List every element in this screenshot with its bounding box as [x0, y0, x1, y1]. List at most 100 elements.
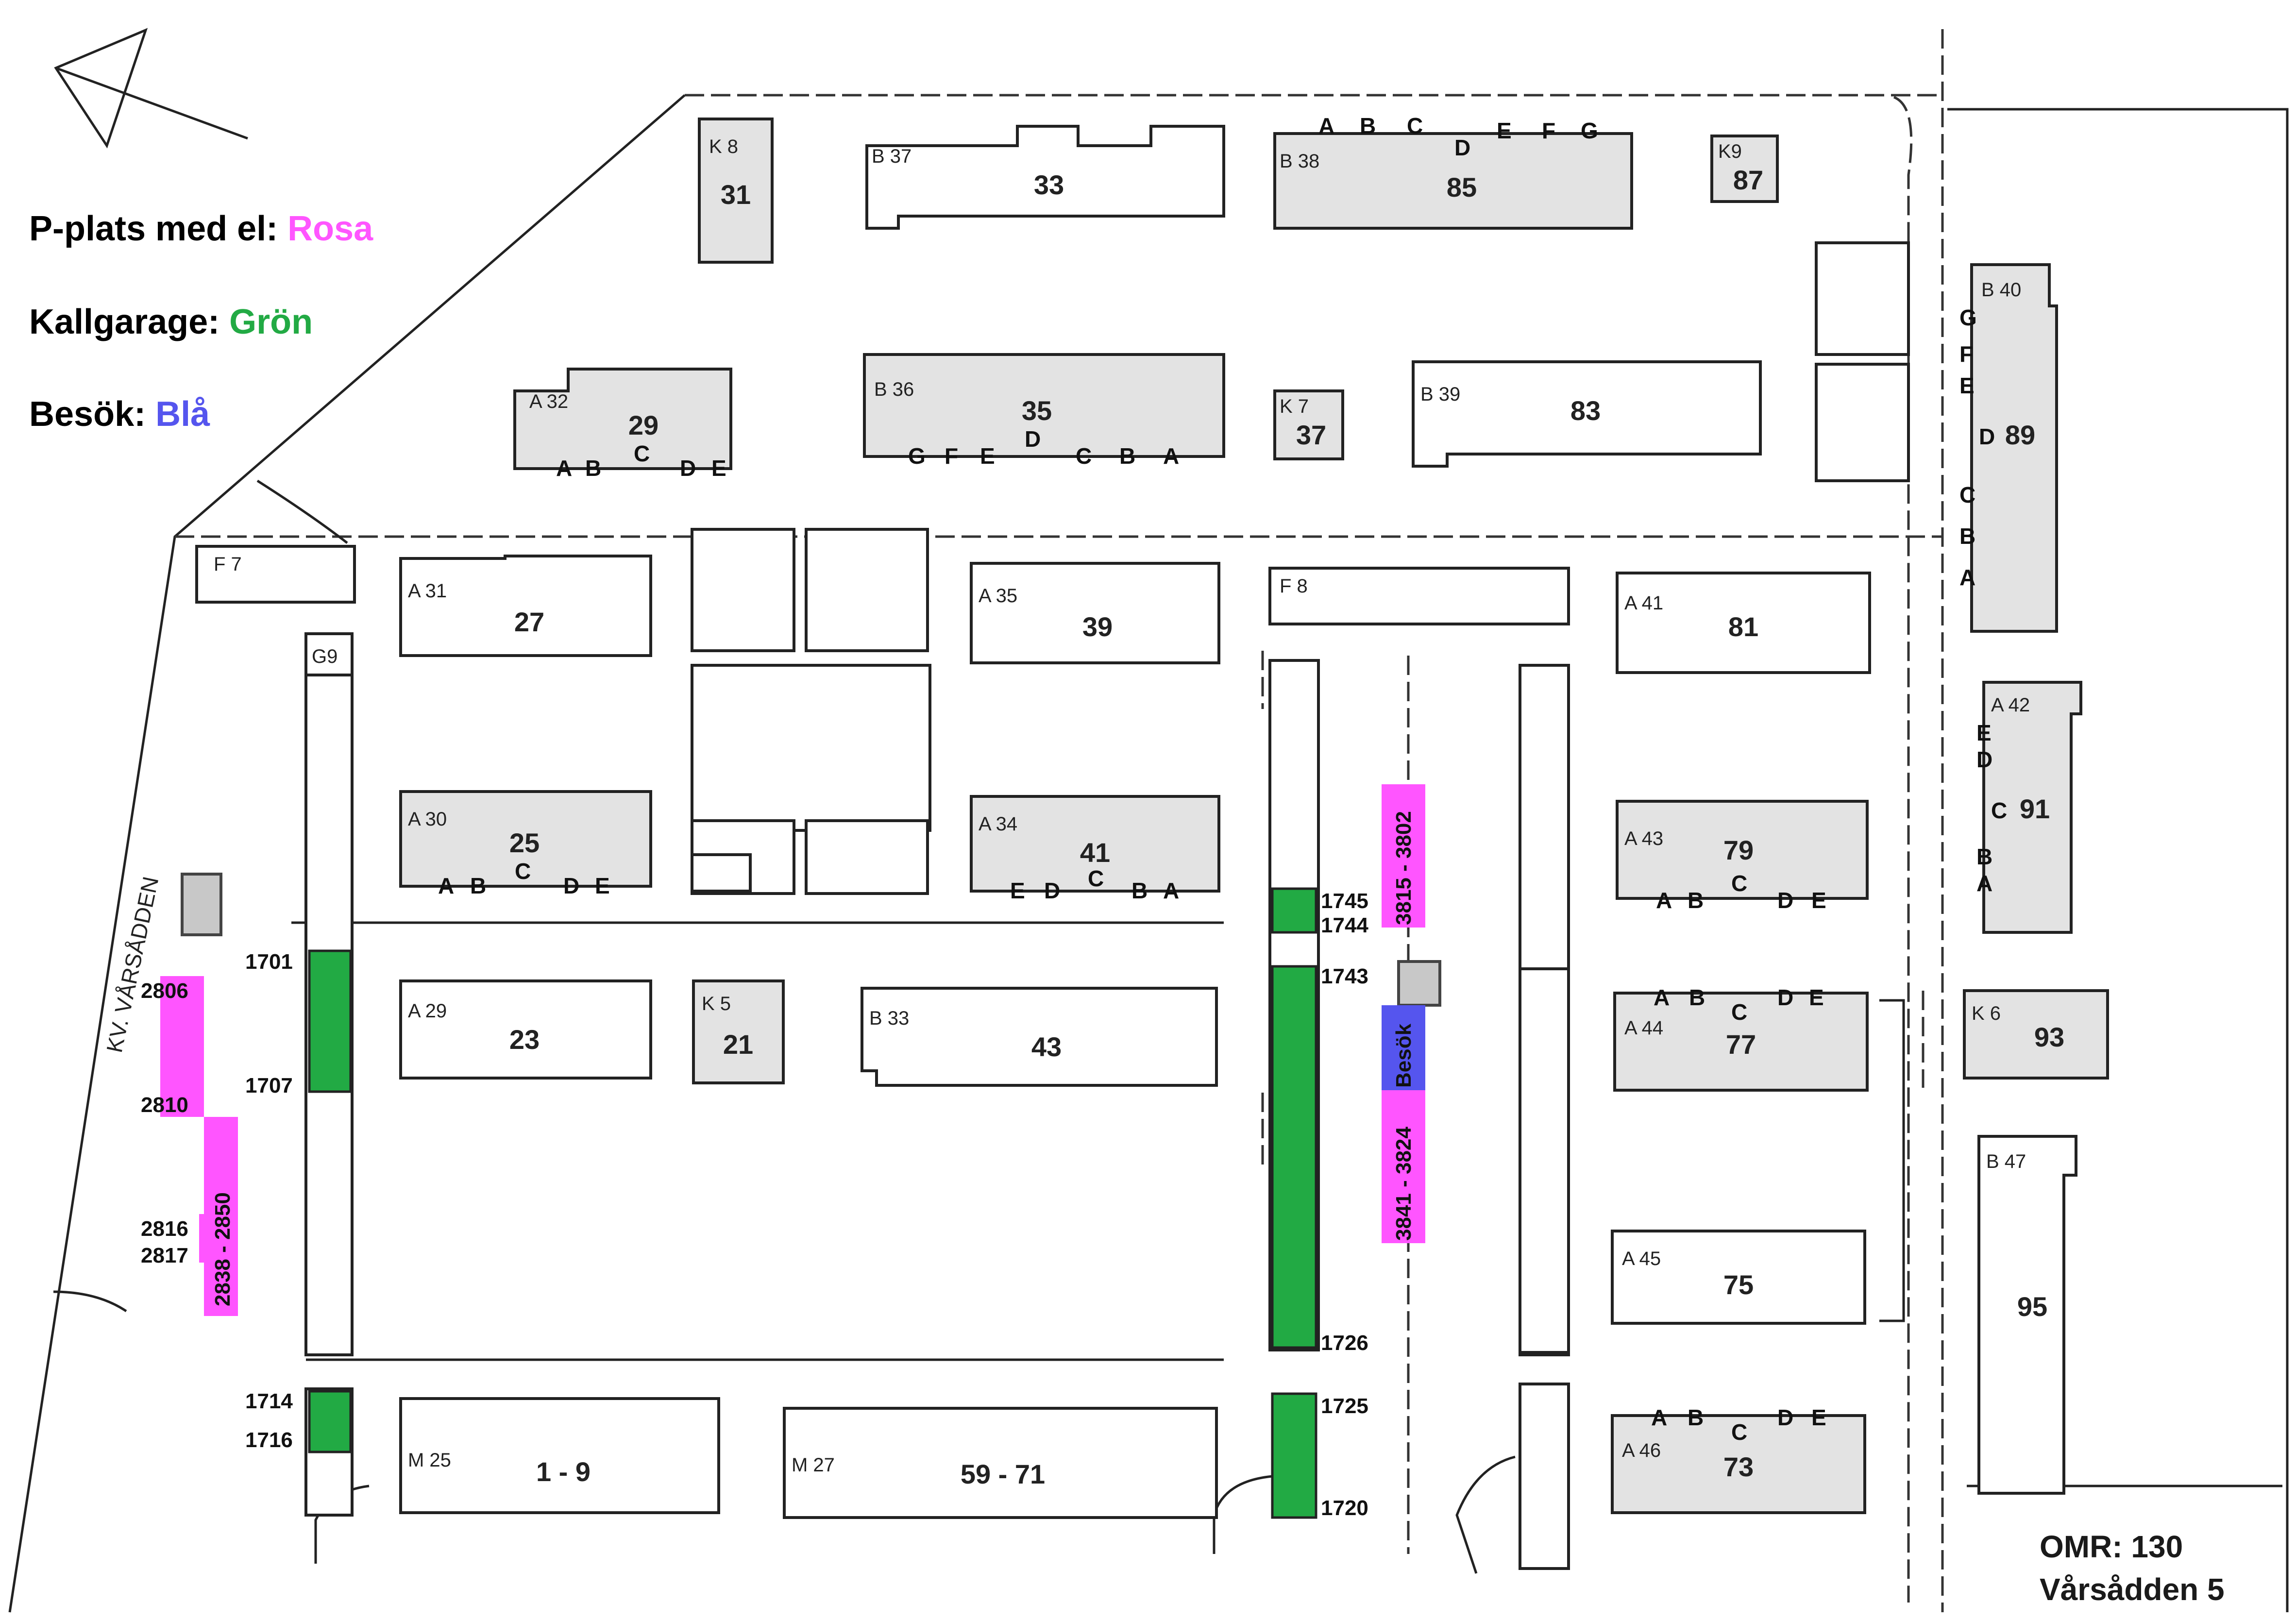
ev-parking-east[interactable]: 3815 - 3802 3841 - 3824: [1382, 784, 1425, 1243]
building-89[interactable]: B 40 89 G F E D C B A: [1959, 263, 2058, 633]
entrance-label: B: [1689, 985, 1705, 1010]
building-code: A 31: [408, 580, 447, 602]
ev-parking-zone[interactable]: [1382, 1090, 1425, 1243]
entrance-label: B: [585, 456, 601, 481]
building-F7[interactable]: F 7: [195, 545, 356, 604]
building-F8[interactable]: F 8: [1268, 567, 1570, 625]
entrance-label: D: [1979, 424, 1995, 449]
entrance-label: E: [1497, 118, 1512, 143]
visitor-parking-zone[interactable]: [1382, 1005, 1425, 1090]
entrance-label: E: [1811, 888, 1826, 913]
building-code: A 43: [1624, 828, 1663, 849]
cold-garage[interactable]: [308, 949, 352, 1093]
entrance-label: B: [1131, 878, 1148, 903]
building-number: 29: [628, 410, 658, 440]
garage-label-1701: 1701: [245, 950, 293, 974]
building-G9[interactable]: G9: [304, 632, 354, 676]
building-number: 39: [1082, 611, 1113, 642]
ev-parking-zone[interactable]: [204, 1117, 238, 1316]
entrance-label: C: [1959, 482, 1975, 507]
building-code: B 40: [1981, 279, 2021, 301]
visitor-parking[interactable]: Besök: [1382, 1005, 1425, 1090]
cold-garage[interactable]: [1271, 965, 1317, 1349]
building-59-71[interactable]: M 27 59 - 71: [783, 1407, 1218, 1519]
building-number: 23: [509, 1024, 540, 1055]
cold-garage[interactable]: [1271, 887, 1317, 934]
building-code: A 41: [1624, 592, 1663, 614]
building-43[interactable]: B 33 43: [861, 987, 1218, 1087]
entrance-label: E: [1809, 985, 1824, 1010]
cold-garage[interactable]: [1271, 1392, 1317, 1519]
building-29[interactable]: A 32 29 A B C D E: [513, 368, 732, 481]
building-87[interactable]: K9 87: [1710, 135, 1779, 203]
entrance-label: F: [1959, 341, 1973, 367]
legend-cold-garage: Kallgarage: Grön: [29, 302, 313, 342]
entrance-label: F: [945, 443, 958, 469]
building-code: A 45: [1622, 1248, 1661, 1269]
ev-parking-zone[interactable]: [160, 976, 204, 1117]
street-label: KV. VÅRSÅDDEN: [101, 874, 164, 1055]
property-name: Vårsådden 5: [2040, 1572, 2225, 1607]
building-1-9[interactable]: M 25 1 - 9: [399, 1397, 720, 1514]
building-31[interactable]: K 8 31: [698, 118, 774, 264]
building-79[interactable]: A 43 79 A B C D E: [1616, 800, 1869, 913]
garage-label-1716: 1716: [245, 1428, 293, 1452]
parking-label-besok: Besök: [1392, 1023, 1416, 1088]
building-95[interactable]: B 47 95: [1977, 1135, 2077, 1495]
building-39[interactable]: A 35 39: [970, 562, 1220, 664]
building-27[interactable]: A 31 27: [399, 555, 652, 657]
building-85[interactable]: B 38 85 A B C D E F G: [1273, 113, 1633, 230]
building-75[interactable]: A 45 75: [1611, 1230, 1866, 1325]
entrance-label: B: [1976, 844, 1992, 869]
legend-ev-parking: P-plats med el: Rosa: [29, 209, 373, 249]
building-93[interactable]: K 6 93: [1963, 989, 2109, 1080]
building-73[interactable]: A 46 73 A B C D E: [1611, 1405, 1866, 1514]
building-number: 33: [1034, 169, 1064, 200]
building-91[interactable]: A 42 91 E D C B A: [1976, 681, 2082, 934]
building-33[interactable]: B 37 33: [865, 125, 1225, 230]
legend-label: Besök:: [29, 395, 146, 434]
building-21[interactable]: K 5 21: [692, 979, 785, 1084]
building-number: 73: [1723, 1451, 1754, 1482]
entrance-label: C: [1731, 871, 1747, 896]
building-37[interactable]: K 7 37: [1273, 389, 1344, 460]
entrance-label: C: [1407, 113, 1423, 138]
building-77[interactable]: A 44 77 A B C D E: [1613, 985, 1869, 1092]
entrance-label: E: [980, 443, 995, 469]
building-83[interactable]: B 39 83: [1412, 360, 1762, 468]
building-code: B 33: [869, 1008, 909, 1029]
building-code: A 29: [408, 1000, 447, 1022]
entrance-label: B: [1959, 523, 1975, 549]
entrance-label: C: [1731, 999, 1747, 1025]
parking-label-2806: 2806: [141, 979, 188, 1003]
building-number: 95: [2017, 1291, 2047, 1322]
entrance-label: E: [711, 456, 726, 481]
building-code: K9: [1718, 141, 1742, 162]
cold-garage[interactable]: [308, 1390, 352, 1453]
entrance-label: D: [1976, 747, 1992, 772]
entrance-label: B: [470, 873, 486, 898]
entrance-label: C: [515, 859, 531, 884]
building-35[interactable]: B 36 35 G F E D C B A: [863, 353, 1225, 469]
entrance-label: F: [1542, 118, 1555, 143]
building-41[interactable]: A 34 41 E D C B A: [970, 795, 1220, 903]
building-number: 37: [1296, 420, 1326, 450]
ev-parking-zone[interactable]: [1382, 784, 1425, 928]
entrance-label: E: [1811, 1405, 1826, 1430]
building-number: 43: [1031, 1031, 1062, 1062]
entrance-label: E: [1010, 878, 1025, 903]
building-23[interactable]: A 29 23: [399, 979, 652, 1080]
building-code: A 35: [979, 585, 1017, 607]
garage-label-1725: 1725: [1321, 1394, 1368, 1418]
ev-parking-west[interactable]: 2806 2810 2816 2817 2838 - 2850: [141, 976, 238, 1316]
legend-value: Blå: [155, 395, 210, 434]
building-code: B 37: [872, 146, 912, 167]
building-81[interactable]: A 41 81: [1616, 572, 1871, 674]
parking-label-2838-2850: 2838 - 2850: [211, 1192, 235, 1306]
building-code: A 42: [1991, 694, 2030, 716]
building-25[interactable]: A 30 25 A B C D E: [399, 790, 652, 898]
cold-garages[interactable]: 1701 1707 1714 1716 1745 1744 1743 1726 …: [245, 887, 1368, 1520]
building-number: 81: [1728, 611, 1758, 642]
entrance-label: B: [1688, 1405, 1704, 1430]
